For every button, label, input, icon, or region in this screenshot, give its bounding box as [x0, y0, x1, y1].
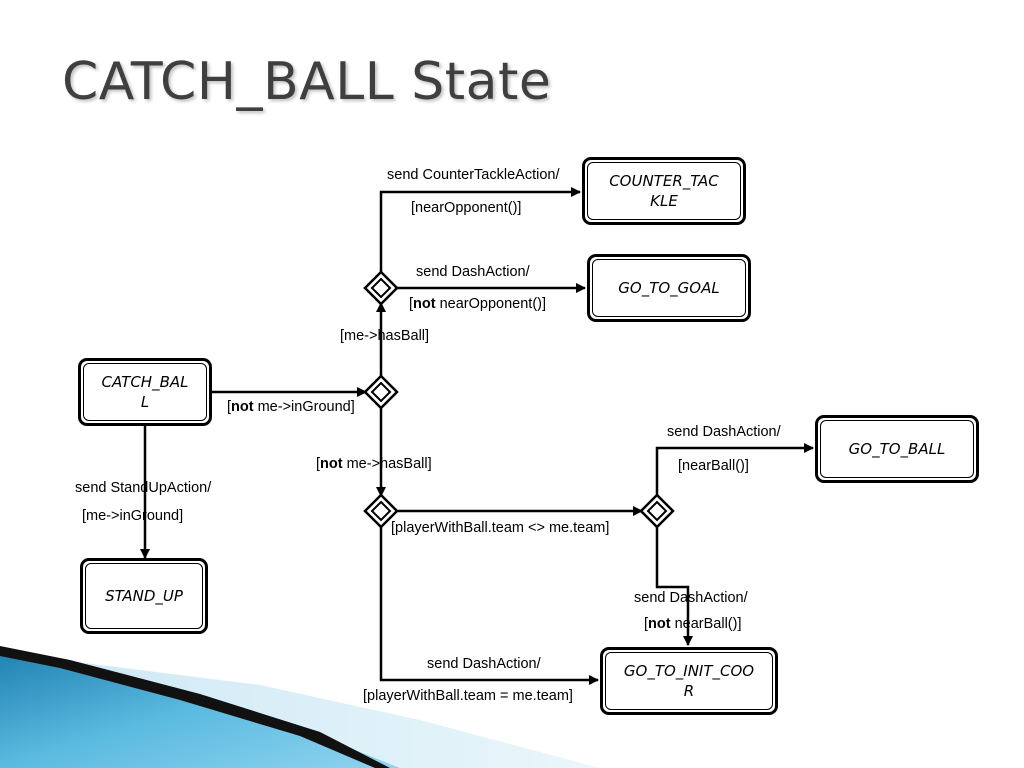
edge-d4-to-go-to-ball — [655, 443, 814, 496]
state-go-to-init-coor[interactable]: GO_TO_INIT_COO R — [600, 647, 778, 715]
label-team-not-equal: [playerWithBall.team <> me.team] — [391, 520, 610, 536]
edge-d4-to-go-to-init-coor — [655, 526, 693, 646]
slide-title: CATCH_BALL State — [62, 52, 552, 112]
state-counter-tackle-label: COUNTER_TAC KLE — [609, 172, 719, 210]
label-send-dash-goal: send DashAction/ — [416, 264, 530, 280]
state-stand-up-label: STAND_UP — [105, 587, 183, 605]
label-me-in-ground: [me->inGround] — [82, 508, 184, 524]
state-go-to-goal[interactable]: GO_TO_GOAL — [587, 254, 751, 322]
label-send-dash-ball: send DashAction/ — [667, 424, 781, 440]
state-stand-up[interactable]: STAND_UP — [80, 558, 208, 634]
edge-d2-to-counter-tackle — [379, 187, 581, 273]
state-go-to-ball[interactable]: GO_TO_BALL — [815, 415, 979, 483]
state-go-to-ball-label: GO_TO_BALL — [848, 440, 946, 458]
decision-node-d3 — [363, 493, 399, 529]
decision-node-d4 — [639, 493, 675, 529]
state-counter-tackle[interactable]: COUNTER_TAC KLE — [582, 157, 746, 225]
label-near-opponent: [nearOpponent()] — [411, 200, 522, 216]
edge-d3-to-go-to-init-coor — [379, 526, 599, 685]
label-send-counter-tackle: send CounterTackleAction/ — [387, 167, 560, 183]
state-catch-ball[interactable]: CATCH_BAL L — [78, 358, 212, 426]
label-send-dash-init: send DashAction/ — [634, 590, 748, 606]
state-go-to-init-coor-label: GO_TO_INIT_COO R — [623, 662, 755, 700]
decision-node-d1 — [363, 374, 399, 410]
state-catch-ball-label: CATCH_BAL L — [101, 373, 189, 411]
label-not-in-ground: [not me->inGround] — [227, 399, 355, 415]
label-not-near-opponent: [not nearOpponent()] — [409, 296, 547, 312]
label-not-has-ball: [not me->hasBall] — [316, 456, 432, 472]
label-send-standup: send StandUpAction/ — [75, 480, 212, 496]
label-not-near-ball: [not nearBall()] — [644, 616, 742, 632]
decision-node-d2 — [363, 270, 399, 306]
label-near-ball: [nearBall()] — [678, 458, 749, 474]
label-me-has-ball: [me->hasBall] — [340, 328, 430, 344]
label-send-dash-init-2: send DashAction/ — [427, 656, 541, 672]
corner-decoration — [0, 646, 600, 768]
label-team-equal: [playerWithBall.team = me.team] — [363, 688, 573, 704]
state-go-to-goal-label: GO_TO_GOAL — [618, 279, 720, 297]
